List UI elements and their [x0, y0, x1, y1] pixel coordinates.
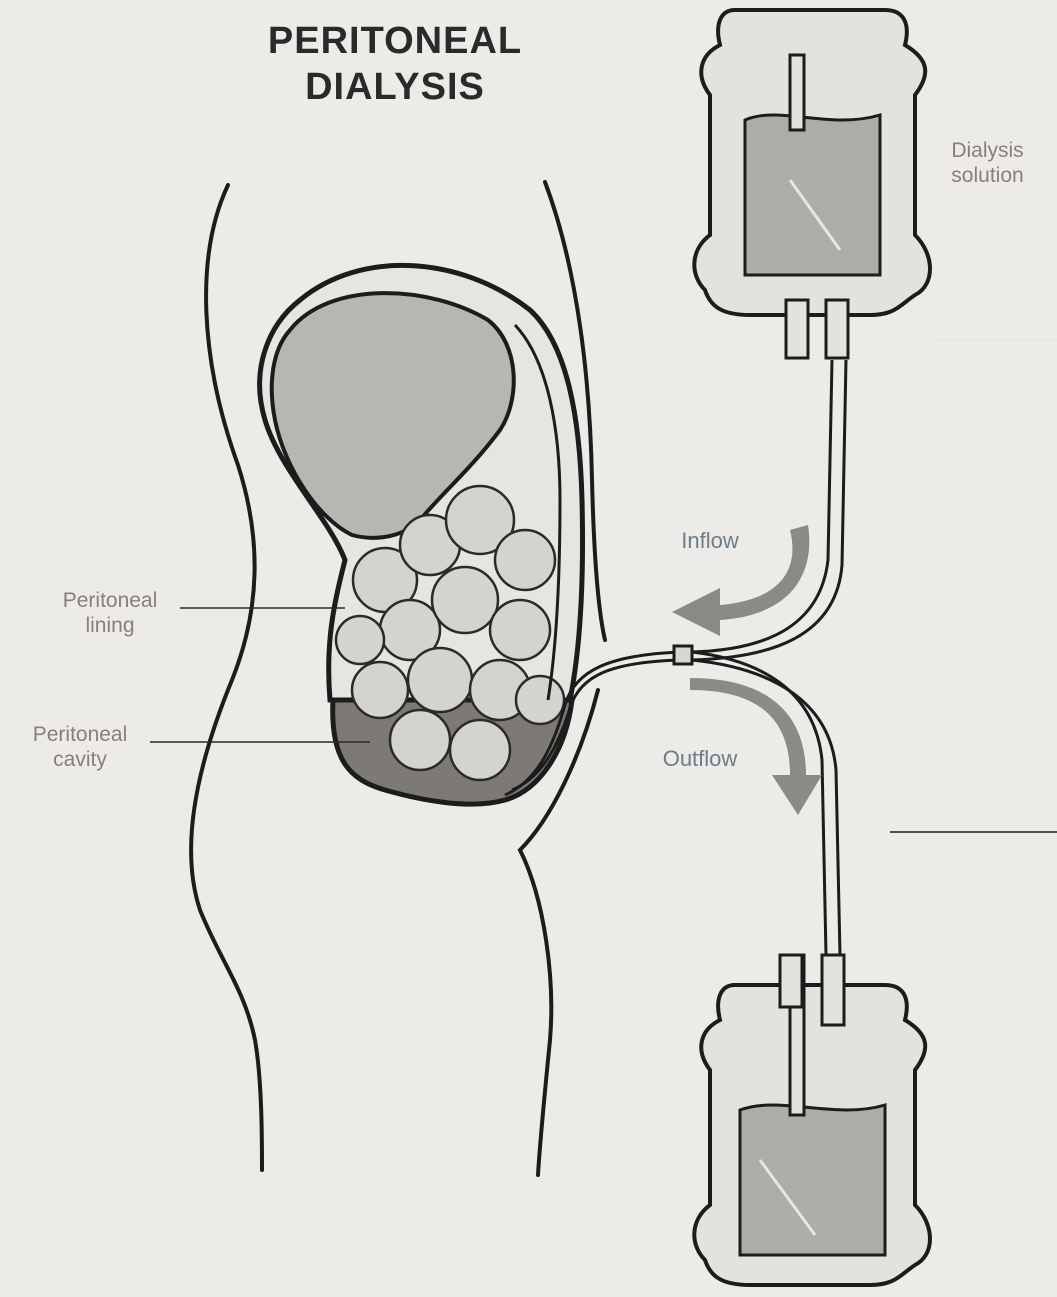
- dialysis-solution-label: Dialysis solution: [925, 138, 1050, 188]
- bottom-bag-port-left: [780, 955, 802, 1007]
- peritoneal-cavity-label-line-2: cavity: [5, 747, 155, 772]
- peritoneal-lining-label: Peritoneal lining: [35, 588, 185, 638]
- peritoneal-cavity-label-line-1: Peritoneal: [5, 722, 155, 747]
- outflow-label: Outflow: [640, 746, 760, 771]
- peritoneal-cavity-label: Peritoneal cavity: [5, 722, 155, 772]
- title-line-2: DIALYSIS: [205, 64, 585, 110]
- peritoneal-lining-label-line-1: Peritoneal: [35, 588, 185, 613]
- torso-back-contour: [191, 185, 262, 1170]
- top-bag-port-right: [826, 300, 848, 358]
- drainage-bag: [694, 955, 930, 1285]
- peritoneal-region: [260, 265, 583, 804]
- title-line-1: PERITONEAL: [205, 18, 585, 64]
- dialysis-solution-bag: [694, 10, 930, 358]
- top-bag-port-left: [786, 300, 808, 358]
- top-bag-vent-tube: [790, 55, 804, 130]
- dialysis-solution-label-line-1: Dialysis: [925, 138, 1050, 163]
- edge-marks: [890, 340, 1057, 832]
- top-bag-fluid: [745, 115, 880, 275]
- bottom-bag-port-right: [822, 955, 844, 1025]
- catheter-connector: [674, 646, 692, 664]
- peritoneal-lining-label-line-2: lining: [35, 613, 185, 638]
- diagram-title: PERITONEAL DIALYSIS: [205, 18, 585, 110]
- dialysis-solution-label-line-2: solution: [925, 163, 1050, 188]
- inflow-label: Inflow: [660, 528, 760, 553]
